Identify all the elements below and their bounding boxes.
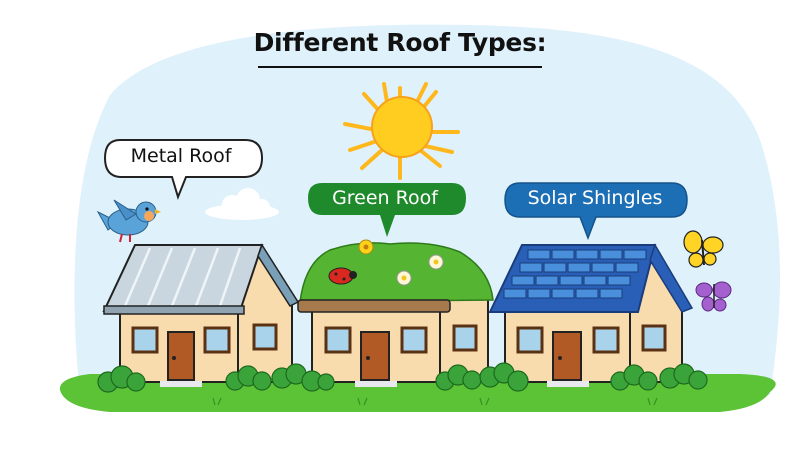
bush (435, 364, 482, 391)
window (400, 326, 428, 354)
yellow-butterfly-icon (683, 230, 724, 268)
metal-roof-house (102, 243, 300, 387)
bush (659, 363, 708, 390)
solar-shingles-label: Solar Shingles (527, 187, 663, 209)
bluebird-icon (96, 199, 161, 243)
window (203, 326, 231, 354)
cloud-icon (205, 188, 279, 220)
bush (610, 364, 658, 391)
window (592, 326, 620, 354)
metal-roof-bubble (103, 139, 264, 201)
flower-icon (358, 239, 374, 255)
solar-shingles-house (488, 243, 694, 387)
page-title: Different Roof Types: (253, 28, 547, 57)
window (452, 324, 478, 352)
window (324, 326, 352, 354)
green-roof-bubble (308, 183, 466, 237)
solar-shingles-bubble (504, 182, 688, 241)
door (167, 331, 195, 381)
green-roof-label: Green Roof (332, 187, 438, 209)
ladybug-icon (328, 267, 357, 285)
purple-butterfly-icon (695, 281, 732, 312)
grass-tufts (212, 397, 658, 406)
bush (479, 362, 529, 392)
sun-icon (343, 82, 460, 180)
bushes (97, 362, 708, 393)
green-roof-house (297, 239, 494, 387)
bush (271, 363, 335, 392)
title-underline (258, 66, 542, 68)
flower-icon (396, 270, 412, 286)
window (131, 326, 159, 354)
flower-icon (428, 254, 444, 270)
window (641, 324, 667, 352)
window (516, 326, 544, 354)
door (360, 331, 390, 381)
bush (97, 365, 146, 393)
bush (225, 365, 272, 391)
door (552, 331, 582, 381)
metal-roof-label: Metal Roof (130, 145, 232, 167)
window (252, 323, 278, 351)
green-roof (299, 242, 494, 303)
